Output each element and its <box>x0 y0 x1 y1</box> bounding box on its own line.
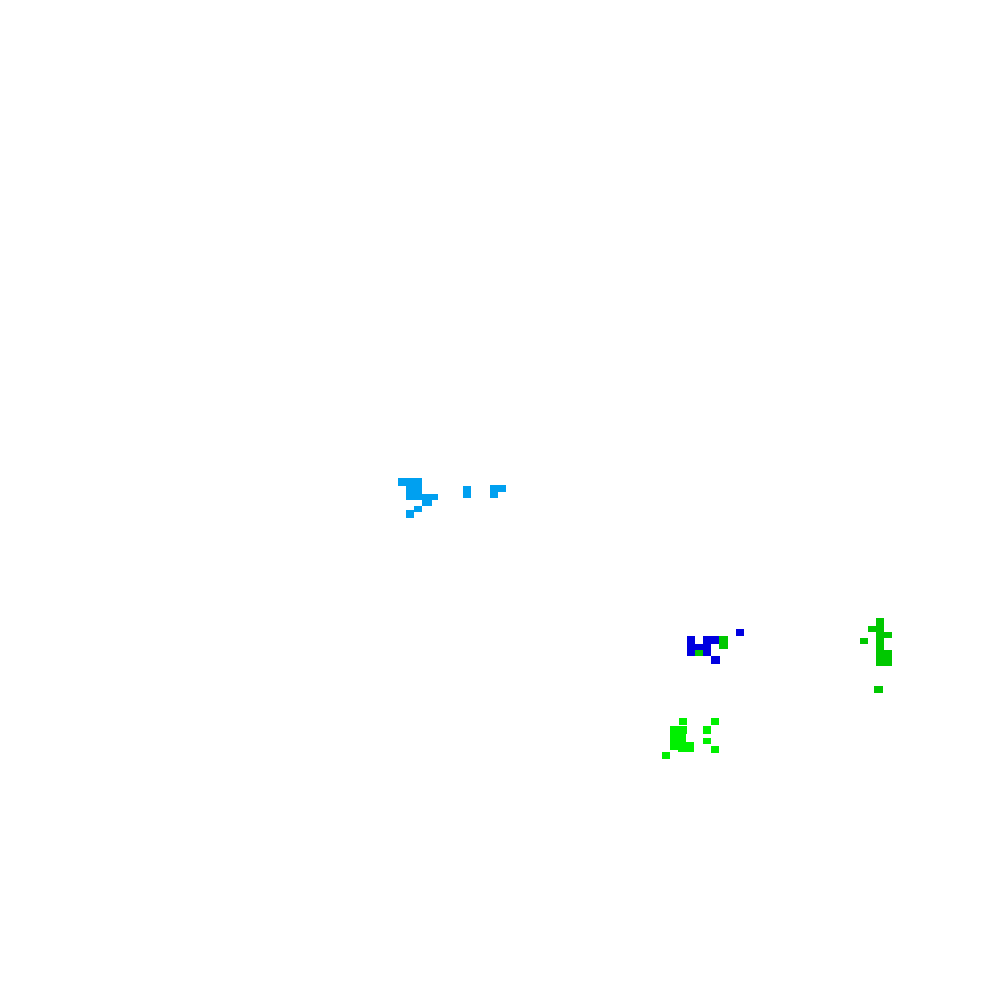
green-cluster-lower-pixel <box>670 726 687 734</box>
green-cluster-right-pixel <box>876 618 884 626</box>
green-cluster-lower-pixel <box>703 738 711 744</box>
green-cluster-lower-pixel <box>662 752 670 759</box>
green-cluster-lower-pixel <box>670 734 686 742</box>
green-cluster-right-pixel <box>695 650 703 656</box>
blue-cluster-pixel <box>703 650 711 656</box>
green-cluster-lower-pixel <box>711 718 719 725</box>
sky-blue-cluster-pixel <box>490 492 498 498</box>
sky-blue-cluster-pixel <box>490 485 506 492</box>
blue-cluster-pixel <box>695 644 711 650</box>
sky-blue-cluster-pixel <box>463 486 471 498</box>
green-cluster-right-pixel <box>876 650 892 666</box>
green-cluster-right-pixel <box>719 636 728 649</box>
sky-blue-cluster-pixel <box>422 500 432 506</box>
sky-blue-cluster-pixel <box>406 510 414 518</box>
green-cluster-lower-pixel <box>679 718 687 725</box>
green-cluster-lower-pixel <box>678 742 694 752</box>
sky-blue-cluster-pixel <box>406 486 422 494</box>
green-cluster-right-pixel <box>860 638 868 644</box>
green-cluster-lower-pixel <box>670 742 678 750</box>
sky-blue-cluster-pixel <box>414 506 422 512</box>
sky-blue-cluster-pixel <box>406 494 438 500</box>
blue-cluster-pixel <box>687 636 695 656</box>
green-cluster-right-pixel <box>884 632 892 638</box>
blue-cluster-pixel <box>703 636 719 644</box>
green-cluster-lower-pixel <box>711 746 719 753</box>
green-cluster-right-pixel <box>876 632 884 650</box>
blue-cluster-pixel <box>711 656 720 664</box>
sky-blue-cluster-pixel <box>398 478 422 486</box>
green-cluster-right-pixel <box>874 686 883 693</box>
green-cluster-right-pixel <box>868 626 884 632</box>
green-cluster-lower-pixel <box>703 726 711 734</box>
blue-cluster-pixel <box>736 629 744 636</box>
